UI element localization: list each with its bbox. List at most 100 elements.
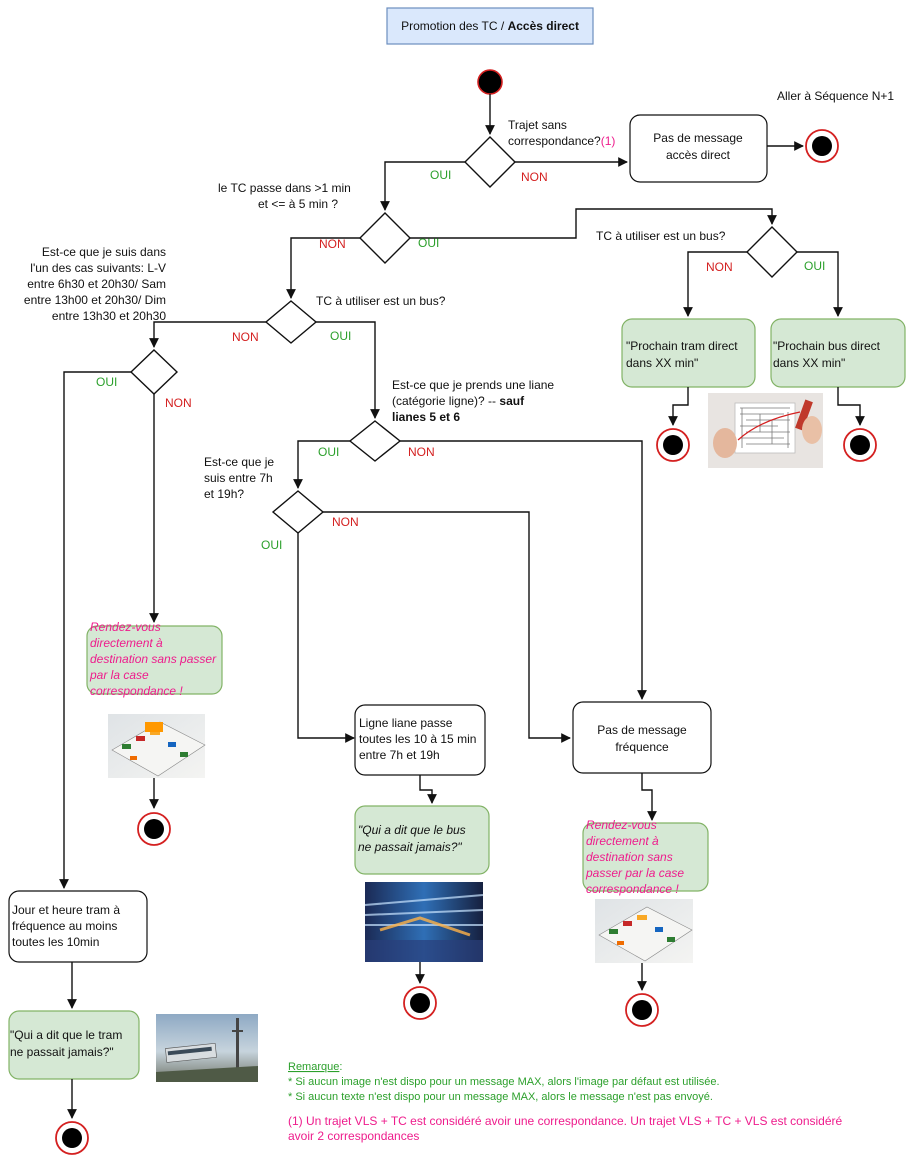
edge-q4-non bbox=[149, 321, 266, 348]
q-correspondance-line2: correspondance?(1) bbox=[508, 134, 615, 148]
box-tram-freq-line3: toutes les 10min bbox=[12, 935, 99, 949]
label-oui: OUI bbox=[330, 329, 351, 343]
msg-rendez-left bbox=[86, 625, 223, 695]
q-time-line1: le TC passe dans >1 min bbox=[218, 181, 351, 195]
q-time-line2: et <= à 5 min ? bbox=[258, 197, 338, 211]
label-oui: OUI bbox=[430, 168, 451, 182]
q-cases-line2: l'un des cas suivants: L-V bbox=[30, 261, 166, 275]
edge-q5-oui bbox=[59, 371, 131, 889]
msg-tram-direct-line2: dans XX min" bbox=[626, 356, 698, 370]
q-liane-line3: lianes 5 et 6 bbox=[392, 410, 460, 424]
box-no-direct bbox=[629, 114, 768, 183]
title-text: Promotion des TC / Accès direct bbox=[401, 19, 579, 33]
q-bus-top: TC à utiliser est un bus? bbox=[596, 229, 726, 243]
msg-tram-direct-line1: "Prochain tram direct bbox=[626, 339, 738, 353]
edge-q4-oui bbox=[316, 321, 380, 419]
edge-q1-oui bbox=[380, 161, 465, 211]
label-oui: OUI bbox=[804, 259, 825, 273]
msg-bus-jamais bbox=[354, 805, 490, 875]
edge-no-freq-to-msg bbox=[641, 773, 657, 821]
end-node-rendez-left-core bbox=[144, 819, 164, 839]
label-non: NON bbox=[232, 330, 259, 344]
edge-q2-non bbox=[286, 237, 360, 299]
msg-rendez-right-line4: passer par la case bbox=[585, 866, 684, 880]
remarque-line2: * Si aucun texte n'est dispo pour un mes… bbox=[288, 1091, 713, 1103]
decision-cases bbox=[129, 349, 179, 395]
remarque-title: Remarque: bbox=[288, 1061, 342, 1073]
q-liane-line2: (catégorie ligne)? -- sauf bbox=[392, 394, 525, 408]
label-oui: OUI bbox=[96, 375, 117, 389]
q-cases-line3: entre 6h30 et 20h30/ Sam bbox=[27, 277, 166, 291]
box-liane-line2: toutes les 10 à 15 min bbox=[359, 732, 476, 746]
box-no-freq-line1: Pas de message bbox=[597, 723, 687, 737]
q-cases-line1: Est-ce que je suis dans bbox=[42, 245, 166, 259]
msg-rendez-right-line3: destination sans bbox=[586, 850, 673, 864]
footnote-line2: avoir 2 correspondances bbox=[288, 1129, 419, 1143]
bus-image bbox=[364, 882, 484, 962]
msg-bus-direct-line1: "Prochain bus direct bbox=[773, 339, 881, 353]
label-oui: OUI bbox=[418, 236, 439, 250]
msg-rendez-left-line5: correspondance ! bbox=[90, 684, 183, 698]
maze-image bbox=[708, 393, 823, 468]
label-non: NON bbox=[332, 515, 359, 529]
edge-liane-to-msg bbox=[419, 775, 437, 804]
edge-tram-direct-end bbox=[668, 387, 689, 426]
msg-rendez-left-line2: directement à bbox=[90, 636, 163, 650]
msg-rendez-left-line1: Rendez-vous bbox=[90, 620, 161, 634]
box-no-freq-line2: fréquence bbox=[615, 740, 669, 754]
label-non: NON bbox=[706, 260, 733, 274]
msg-bus-direct bbox=[770, 318, 906, 388]
end-node-rendez-right-core bbox=[632, 1000, 652, 1020]
decision-correspondance bbox=[464, 136, 516, 188]
msg-rendez-right bbox=[582, 822, 709, 892]
edge-q6-non bbox=[400, 440, 647, 700]
end-node-bus-direct-core bbox=[850, 435, 870, 455]
box-tram-freq-line2: fréquence au moins bbox=[12, 919, 117, 933]
q-cases-line4: entre 13h00 et 20h30/ Dim bbox=[24, 293, 166, 307]
msg-rendez-right-line5: correspondance ! bbox=[586, 882, 679, 896]
msg-tram-jamais-line2: ne passait jamais?" bbox=[10, 1045, 114, 1059]
box-liane-line1: Ligne liane passe bbox=[359, 716, 453, 730]
msg-rendez-left-line3: destination sans passer bbox=[90, 652, 217, 666]
label-oui: OUI bbox=[318, 445, 339, 459]
q-hours-line3: et 19h? bbox=[204, 487, 244, 501]
msg-tram-direct bbox=[621, 318, 756, 388]
remarque-line1: * Si aucun image n'est dispo pour un mes… bbox=[288, 1076, 720, 1088]
edge-q7-oui bbox=[297, 533, 355, 743]
label-non: NON bbox=[319, 237, 346, 251]
q-liane-line1: Est-ce que je prends une liane bbox=[392, 378, 554, 392]
decision-time bbox=[359, 212, 411, 264]
msg-rendez-right-line1: Rendez-vous bbox=[586, 818, 657, 832]
box-no-freq bbox=[572, 701, 712, 774]
decision-bus-top bbox=[746, 226, 798, 278]
footnote-line1: (1) Un trajet VLS + TC est considéré avo… bbox=[288, 1114, 843, 1128]
edge-q3-oui bbox=[797, 251, 843, 317]
end-node-top-core bbox=[812, 136, 832, 156]
edge-q3-non bbox=[683, 251, 747, 317]
box-liane-line3: entre 7h et 19h bbox=[359, 748, 440, 762]
box-no-direct-line1: Pas de message bbox=[653, 131, 743, 145]
decision-bus-mid bbox=[264, 300, 318, 344]
start-node bbox=[477, 69, 503, 95]
msg-rendez-left-line4: par la case bbox=[89, 668, 149, 682]
msg-rendez-right-line2: directement à bbox=[586, 834, 659, 848]
board-image-left bbox=[108, 714, 206, 778]
decision-liane bbox=[348, 420, 402, 462]
msg-bus-jamais-line1: "Qui a dit que le bus bbox=[358, 823, 466, 837]
edge-bus-direct-end bbox=[837, 387, 865, 426]
edge-q2-oui bbox=[410, 208, 777, 239]
msg-tram-jamais-line1: "Qui a dit que le tram bbox=[10, 1028, 122, 1042]
edge-q7-non bbox=[323, 511, 571, 743]
q-hours-line1: Est-ce que je bbox=[204, 455, 274, 469]
label-oui: OUI bbox=[261, 538, 282, 552]
end-node-tram-direct-core bbox=[663, 435, 683, 455]
msg-tram-jamais bbox=[8, 1010, 140, 1080]
title-box bbox=[386, 7, 594, 45]
q-hours-line2: suis entre 7h bbox=[204, 471, 273, 485]
goto-label: Aller à Séquence N+1 bbox=[777, 89, 894, 103]
end-node-bus-jamais-core bbox=[410, 993, 430, 1013]
box-no-direct-line2: accès direct bbox=[666, 148, 731, 162]
box-tram-freq-line1: Jour et heure tram à bbox=[12, 903, 120, 917]
q-correspondance-line1: Trajet sans bbox=[508, 118, 567, 132]
